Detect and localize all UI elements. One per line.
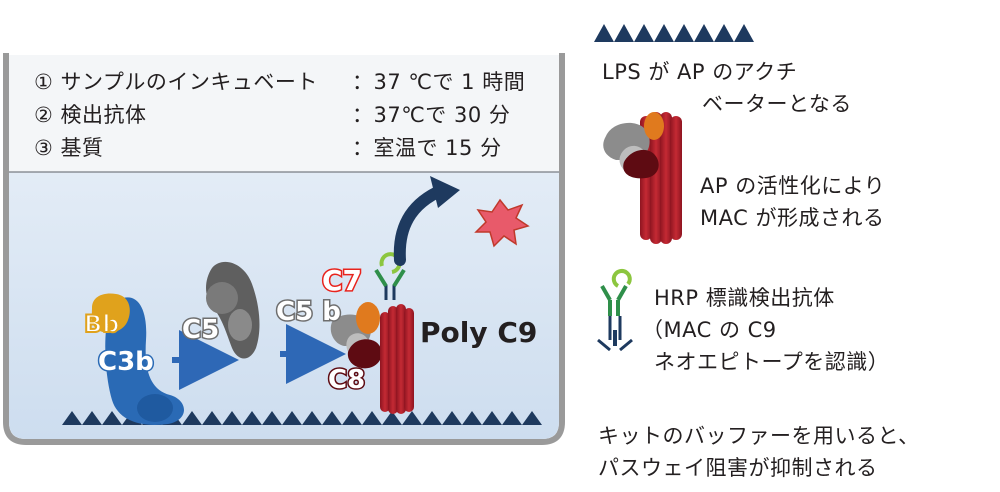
curved-arrow [393, 184, 448, 266]
label-c3b: C3b [98, 347, 154, 377]
bb-protein [91, 293, 130, 333]
c6-protein [356, 302, 380, 334]
legend-hrp-antibody-icon [597, 268, 633, 352]
c5-protein [206, 261, 260, 359]
signal-burst-icon [474, 198, 530, 248]
step-2-label: ② 検出抗体 [34, 103, 147, 127]
label-bb: Bb [84, 310, 119, 338]
label-c8: C8 [328, 365, 365, 395]
legend-hrp-text: HRP 標識検出抗体 （MAC の C9 ネオエピトープを認識） [642, 286, 890, 374]
lps-layer [62, 411, 542, 425]
legend-lps-text: LPS が AP のアクチ ベーターとなる [602, 60, 852, 116]
c8-protein [347, 339, 382, 369]
c3b-protein [105, 297, 184, 425]
step-1: ① サンプルのインキュベート [34, 66, 318, 96]
legend-lps-icon [594, 24, 754, 42]
step-2: ② 検出抗体 [34, 99, 147, 129]
step-3-label: ③ 基質 [34, 136, 104, 160]
poly-c9-pore [380, 304, 414, 414]
label-c5b: C5 b [276, 297, 341, 327]
legend-mac-icon [603, 112, 682, 244]
legend-buffer-text: キットのバッファーを用いると、 パスウェイ阻害が抑制される [598, 424, 920, 480]
step-1-label: ① サンプルのインキュベート [34, 70, 318, 94]
label-poly-c9: Poly C9 [420, 316, 537, 349]
step-3-condition: ：室温で 15 分 [352, 136, 502, 160]
legend-mac-text: AP の活性化により MAC が形成される [700, 174, 886, 230]
label-c7: C7 [322, 264, 362, 297]
step-2-condition: ：37℃で 30 分 [352, 103, 511, 127]
step-3: ③ 基質 [34, 132, 104, 162]
step-1-condition: ：37 ℃で 1 時間 [352, 70, 526, 94]
label-c5: C5 [182, 315, 219, 345]
